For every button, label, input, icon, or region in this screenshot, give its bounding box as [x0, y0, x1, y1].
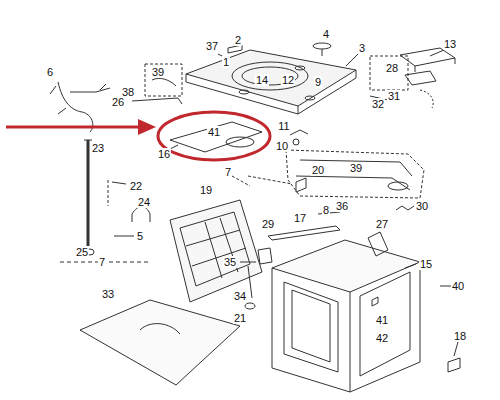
callout-number: 7 [224, 166, 232, 178]
callout-number: 18 [453, 330, 467, 342]
callout-number: 12 [281, 74, 295, 86]
callout-number: 24 [137, 196, 151, 208]
callout-number: 14 [255, 74, 269, 86]
callout-number: 34 [233, 290, 247, 302]
callout-number: 26 [111, 96, 125, 108]
callout-number: 10 [275, 140, 289, 152]
callout-number: 1 [222, 56, 230, 68]
callout-number: 25 [75, 246, 89, 258]
callout-number: 27 [375, 218, 389, 230]
callout-number: 8 [322, 204, 330, 216]
callout-number: 23 [91, 142, 105, 154]
callout-number: 40 [451, 280, 465, 292]
callout-number: 16 [157, 148, 171, 160]
callout-number: 22 [129, 180, 143, 192]
callout-number: 36 [335, 200, 349, 212]
callout-number: 7 [98, 256, 106, 268]
callout-number: 17 [293, 212, 307, 224]
callout-number: 9 [314, 76, 322, 88]
callout-number: 30 [415, 200, 429, 212]
callout-number: 37 [205, 40, 219, 52]
callout-number: 20 [311, 164, 325, 176]
callout-number: 41 [207, 126, 221, 138]
callout-number: 41 [375, 314, 389, 326]
callout-number: 4 [322, 28, 330, 40]
callout-number: 5 [136, 230, 144, 242]
callout-number: 19 [199, 184, 213, 196]
callout-number: 33 [101, 288, 115, 300]
callout-number: 32 [371, 98, 385, 110]
callout-number: 29 [261, 218, 275, 230]
callout-number: 31 [387, 90, 401, 102]
callout-number: 21 [233, 312, 247, 324]
callout-number: 39 [151, 66, 165, 78]
callout-number: 15 [419, 258, 433, 270]
callout-number: 11 [277, 120, 290, 132]
callout-number: 35 [223, 256, 237, 268]
callout-number: 3 [358, 42, 366, 54]
callout-number: 42 [375, 332, 389, 344]
callout-number: 39 [349, 162, 363, 174]
callout-number: 13 [443, 38, 457, 50]
callout-number: 28 [385, 62, 399, 74]
callout-number: 6 [46, 66, 54, 78]
callout-number: 2 [234, 34, 242, 46]
